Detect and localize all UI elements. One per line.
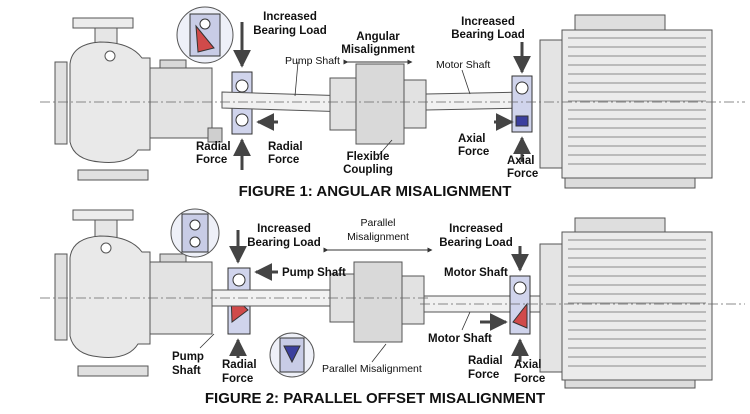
pump-shaft-leader-1	[294, 61, 299, 97]
axial-force-left-1-line2: Force	[458, 146, 489, 158]
increased-load-left-2-line2: Bearing Load	[247, 237, 320, 249]
axial-force-left-1-line1: Axial	[458, 133, 486, 145]
pump-shaft-label-1: Pump Shaft	[285, 55, 340, 67]
flexible-coupling-1-line1: Flexible	[347, 151, 390, 163]
increased-load-left-2-line1: Increased	[257, 223, 311, 235]
pump-shaft-arrow-label-2: Pump Shaft	[282, 267, 346, 279]
radial-force-2-line2: Force	[222, 373, 253, 385]
motor-fins-2	[568, 239, 706, 367]
motor-shaft-leader-1	[461, 69, 471, 95]
radial-force-right-1-line1: Radial	[268, 141, 303, 153]
bearing-right-1	[511, 75, 533, 133]
radial-force-2-line1: Radial	[222, 359, 257, 371]
pump-1	[54, 17, 223, 181]
angular-misalignment-1-line1: Angular	[356, 31, 400, 43]
motor-2	[539, 217, 713, 389]
axial-force-2-line1: Axial	[514, 359, 542, 371]
bearing-inset-2b	[269, 332, 315, 378]
parallel-leader-2	[371, 343, 387, 363]
pump-shaft-leader-2	[199, 333, 215, 349]
radial-force-left-1-line2: Force	[196, 154, 227, 166]
figure-2-title: FIGURE 2: PARALLEL OFFSET MISALIGNMENT	[205, 390, 545, 407]
increased-load-right-2-line2: Bearing Load	[439, 237, 512, 249]
increased-load-right-2-line1: Increased	[449, 223, 503, 235]
figure-2: Increased Bearing Load Parallel Misalign…	[40, 208, 745, 407]
increased-load-left-1-line2: Bearing Load	[253, 25, 326, 37]
radial-force-left-1-line1: Radial	[196, 141, 231, 153]
parallel-misalignment-top-line1: Parallel	[360, 217, 395, 229]
parallel-misalignment-bottom: Parallel Misalignment	[322, 363, 422, 375]
radial-force-right-1-line2: Force	[268, 154, 299, 166]
axial-force-right-1-line2: Force	[507, 168, 538, 180]
motor-shaft-label-1: Motor Shaft	[436, 59, 490, 71]
bearing-inset-2a	[170, 208, 220, 258]
radial-force-right-2-line2: Force	[468, 369, 499, 381]
axial-force-right-1-line1: Axial	[507, 155, 535, 167]
increased-load-left-1-line1: Increased	[263, 11, 317, 23]
figure-1: Increased Bearing Load Pump Shaft Angula…	[40, 6, 745, 200]
angular-misalignment-1-line2: Misalignment	[341, 44, 415, 56]
motor-shaft-leader-2	[461, 311, 471, 331]
parallel-misalignment-top-line2: Misalignment	[347, 231, 409, 243]
axial-force-2-line2: Force	[514, 373, 545, 385]
bearing-inset-1	[176, 6, 234, 64]
motor-1	[539, 14, 713, 189]
motor-fins-1	[568, 37, 706, 165]
pump-shaft-bottom-line1: Pump	[172, 351, 204, 363]
pump-2	[54, 209, 213, 377]
coupling-leader-1	[377, 139, 393, 157]
motor-shaft-top-label-2: Motor Shaft	[444, 267, 508, 279]
flexible-coupling-1	[329, 63, 427, 145]
coupling-2	[329, 261, 425, 343]
figure-1-title: FIGURE 1: ANGULAR MISALIGNMENT	[239, 183, 512, 200]
flexible-coupling-1-line2: Coupling	[343, 164, 393, 176]
bearing-right-2	[509, 275, 531, 335]
increased-load-right-1-line1: Increased	[461, 16, 515, 28]
radial-force-right-2-line1: Radial	[468, 355, 503, 367]
increased-load-right-1-line2: Bearing Load	[451, 29, 524, 41]
pump-shaft-bottom-line2: Shaft	[172, 365, 201, 377]
motor-shaft-bottom-label-2: Motor Shaft	[428, 333, 492, 345]
